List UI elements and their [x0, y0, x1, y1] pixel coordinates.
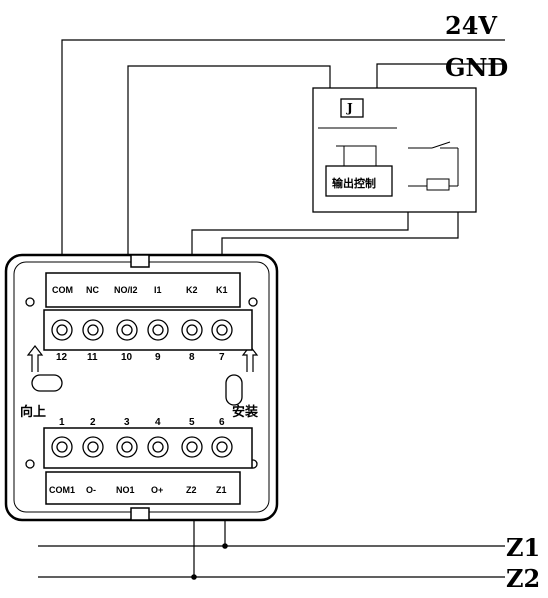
bottom-terminal-label: Z2	[186, 485, 197, 495]
top-terminal-block: COM NC NO/I2 I1 K2 K1 12 11 10 9 8 7	[43, 272, 253, 363]
bottom-terminal-number: 6	[219, 417, 225, 428]
output-control-box	[325, 165, 393, 197]
mount-slot-right	[225, 374, 243, 406]
bottom-terminal-label: O-	[86, 485, 96, 495]
bottom-terminal-label: O+	[151, 485, 163, 495]
bus-lines	[38, 543, 505, 580]
mount-slot-left	[31, 374, 63, 392]
top-terminal-label: K2	[186, 285, 198, 295]
label-up: 向上	[20, 404, 46, 420]
top-terminal-label: NC	[86, 285, 99, 295]
top-terminal-label: I1	[154, 285, 162, 295]
label-z1: Z1	[506, 533, 540, 562]
bottom-terminal-number: 1	[59, 417, 65, 428]
bottom-terminal-number: 4	[155, 417, 161, 428]
bottom-terminal-label: COM1	[49, 485, 75, 495]
bottom-terminal-label: Z1	[216, 485, 227, 495]
load-resistor	[426, 178, 450, 191]
top-terminal-number: 9	[155, 352, 161, 363]
bottom-screws	[51, 436, 233, 458]
top-terminal-label: COM	[52, 285, 73, 295]
top-terminal-label: NO/I2	[114, 285, 138, 295]
top-terminal-number: 10	[121, 352, 133, 363]
top-terminal-number: 11	[87, 352, 98, 363]
label-24v: 24V	[445, 11, 497, 40]
top-terminal-number: 7	[219, 352, 225, 363]
top-terminal-label: K1	[216, 285, 228, 295]
bottom-terminal-block: 1 2 3 4 5 6 COM1 O- NO1 O+ Z2 Z1	[43, 417, 253, 505]
bottom-terminal-number: 3	[124, 417, 130, 428]
top-terminal-number: 12	[56, 352, 68, 363]
bottom-terminal-number: 2	[90, 417, 96, 428]
top-terminal-number: 8	[189, 352, 195, 363]
label-z2: Z2	[506, 564, 540, 593]
label-gnd: GND	[445, 53, 508, 82]
relay-coil	[340, 98, 364, 118]
relay-box: J 输出控制	[312, 87, 477, 213]
label-install: 安装	[232, 404, 258, 420]
bottom-terminal-number: 5	[189, 417, 195, 428]
relay-coil-label: J	[346, 101, 353, 115]
bottom-terminal-label: NO1	[116, 485, 135, 495]
top-screws	[51, 319, 233, 341]
output-control-label: 输出控制	[332, 176, 376, 190]
